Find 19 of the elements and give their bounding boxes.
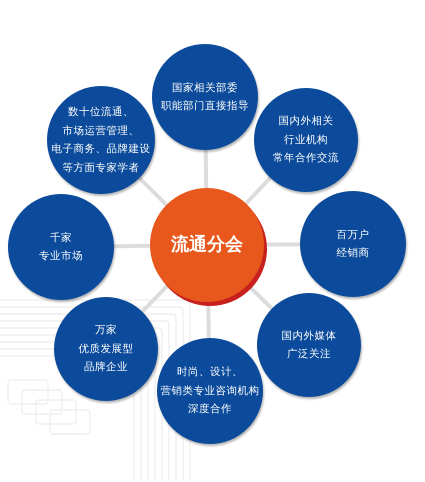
- connector-line: [138, 176, 168, 206]
- connector-line: [114, 244, 150, 248]
- node-text: 时尚、设计、营销类专业咨询机构深度合作: [160, 365, 260, 418]
- topic-circle: [257, 293, 361, 397]
- node-text: 千家专业市场: [39, 230, 83, 264]
- connector-line: [244, 176, 272, 205]
- topic-circle: [54, 297, 158, 401]
- connector-line: [204, 150, 208, 188]
- node-text: 国内外相关行业机构常年合作交流: [273, 114, 339, 166]
- node-text: 国家相关部委职能部门直接指导: [161, 80, 249, 114]
- node-text: 万家优质发展型品牌企业: [78, 323, 134, 376]
- node-text: 国内外媒体广泛关注: [282, 328, 336, 362]
- topic-circle: [8, 194, 114, 300]
- topic-circle: [152, 44, 258, 150]
- node-text: 百万户经销商: [336, 228, 370, 261]
- node-text: 数十位流通、市场运营管理、电子商务、品牌建设等方面专家学者: [52, 105, 150, 176]
- connector-line: [140, 284, 169, 314]
- topic-circle: [157, 338, 263, 444]
- hub-title: 流通分会: [171, 234, 243, 256]
